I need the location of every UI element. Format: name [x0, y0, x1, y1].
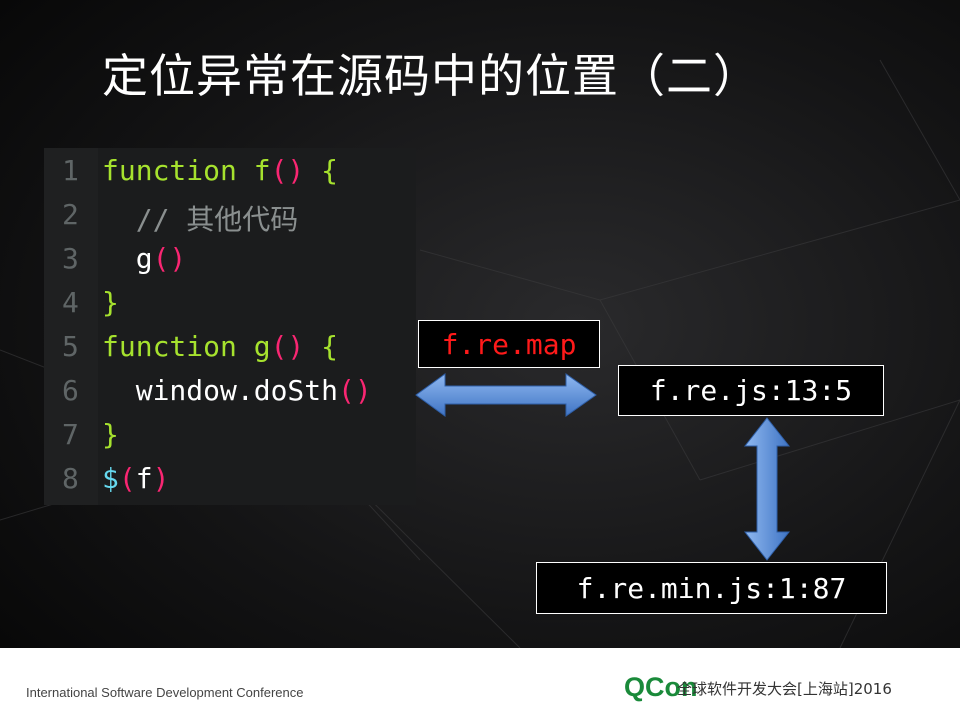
map-file-box: f.re.map: [418, 320, 600, 368]
code-line: }: [102, 418, 119, 451]
line-number: 6: [62, 374, 79, 407]
code-token: function f: [102, 154, 271, 187]
conference-name: International Software Development Confe…: [26, 685, 304, 700]
js-position-box: f.re.js:13:5: [618, 365, 884, 416]
code-token: f: [135, 462, 153, 495]
code-token: window.doSth: [102, 374, 339, 407]
code-token: $: [102, 462, 119, 495]
line-number: 5: [62, 330, 79, 363]
code-line: function f() {: [102, 154, 338, 187]
slide-title: 定位异常在源码中的位置（二）: [102, 49, 760, 103]
code-token: g: [102, 242, 153, 275]
code-token: (): [338, 374, 372, 407]
line-gutter: [44, 148, 98, 505]
arrows: [415, 373, 791, 561]
code-line: }: [102, 286, 119, 319]
code-line: function g() {: [102, 330, 338, 363]
code-token: }: [102, 286, 119, 319]
code-token: {: [304, 330, 339, 363]
code-token: // 其他代码: [102, 203, 299, 236]
line-number: 4: [62, 286, 79, 319]
double-arrow-vertical: [743, 417, 791, 561]
code-token: (): [270, 330, 305, 363]
code-line: g(): [102, 242, 187, 275]
footer: International Software Development Confe…: [0, 648, 960, 720]
code-token: (): [270, 154, 305, 187]
qcon-subtitle: 全球软件开发大会[上海站]2016: [677, 680, 892, 698]
code-token: (): [152, 242, 187, 275]
code-token: }: [102, 418, 119, 451]
code-token: ): [152, 462, 170, 495]
qcon-logo: QCon: [624, 672, 698, 702]
line-number: 2: [62, 198, 79, 231]
code-line: window.doSth(): [102, 374, 372, 407]
line-number: 8: [62, 462, 79, 495]
code-token: (: [118, 462, 136, 495]
code-token: function g: [102, 330, 271, 363]
line-number: 3: [62, 242, 79, 275]
line-number: 7: [62, 418, 79, 451]
min-js-position-box: f.re.min.js:1:87: [536, 562, 887, 614]
code-line: $(f): [102, 462, 169, 495]
double-arrow-horizontal: [415, 373, 597, 417]
line-number: 1: [62, 154, 79, 187]
code-token: {: [304, 154, 339, 187]
code-line: // 其他代码: [102, 198, 299, 238]
